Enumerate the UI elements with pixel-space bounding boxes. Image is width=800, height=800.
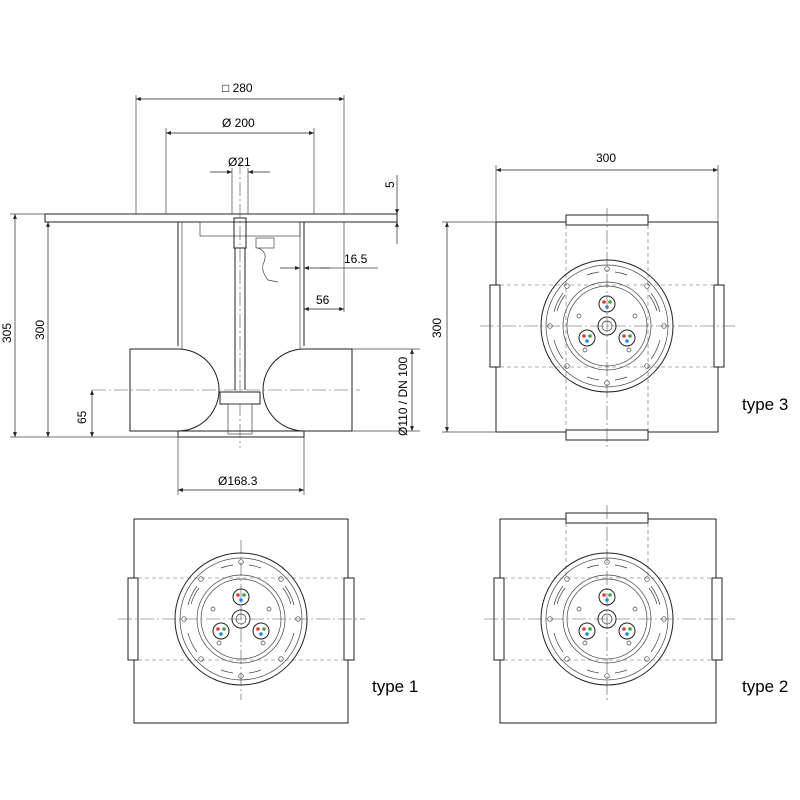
dim-width-300: 300 <box>596 151 616 165</box>
type3-dimensions: 300 300 type 3 <box>430 151 788 433</box>
label-type-3: type 3 <box>742 395 788 414</box>
plan-view-type3 <box>480 208 735 448</box>
label-type-2: type 2 <box>742 677 788 696</box>
dim-dia-168-3: Ø168.3 <box>218 474 258 488</box>
dim-square-280: □ 280 <box>222 81 253 95</box>
side-view <box>44 160 398 448</box>
dim-height-300-side: 300 <box>33 320 47 340</box>
dim-dia-21: Ø21 <box>228 155 251 169</box>
dim-offset-56: 56 <box>316 293 330 307</box>
dim-height-305: 305 <box>0 323 14 343</box>
dim-pipe-110: Ø110 / DN 100 <box>396 357 410 436</box>
side-view-labels: □ 280 Ø 200 Ø21 5 16.5 56 305 300 65 Ø11… <box>0 81 410 488</box>
dim-height-65: 65 <box>75 410 89 424</box>
dim-offset-16-5: 16.5 <box>344 252 368 266</box>
plan-view-type2: type 2 <box>484 505 788 724</box>
dim-height-5: 5 <box>383 181 397 188</box>
dim-height-300-plan: 300 <box>430 318 444 338</box>
side-view-dimensions <box>10 95 420 495</box>
plan-view-type1: type 1 <box>118 518 418 724</box>
dim-dia-200: Ø 200 <box>222 116 255 130</box>
label-type-1: type 1 <box>372 677 418 696</box>
